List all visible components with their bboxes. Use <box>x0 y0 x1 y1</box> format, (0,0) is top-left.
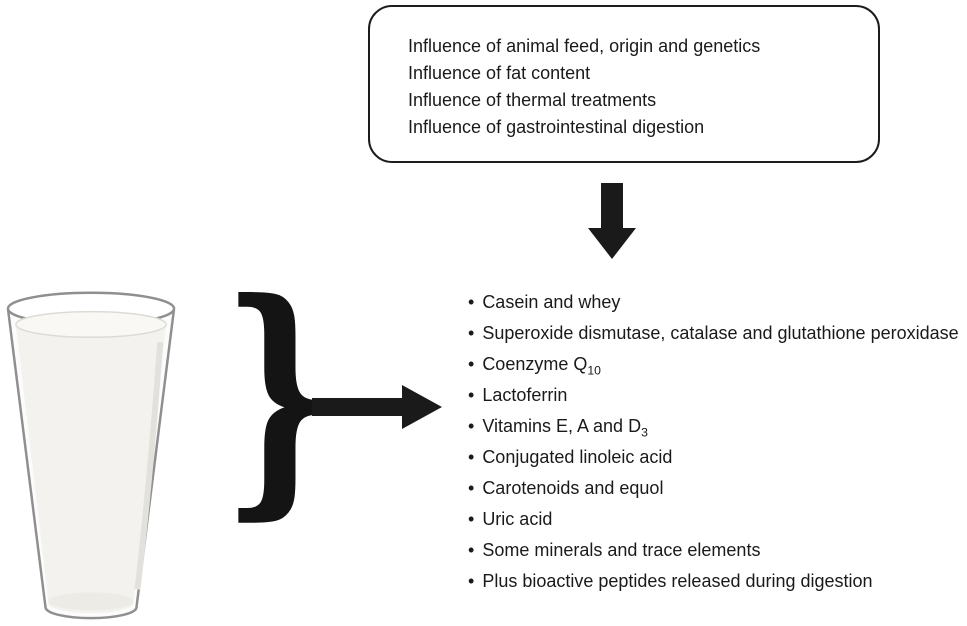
components-list: • Casein and whey • Superoxide dismutase, c… <box>468 287 964 597</box>
glass-bottom-shading <box>48 592 134 611</box>
list-item: • Plus bioactive peptides released during… <box>468 566 964 597</box>
right-arrow-icon <box>312 385 442 429</box>
influences-box: Influence of animal feed, origin and gen… <box>368 5 880 163</box>
list-item: • Conjugated linoleic acid <box>468 442 964 473</box>
down-arrow-shape <box>588 183 636 259</box>
curly-brace: } <box>222 247 338 541</box>
influence-line: Influence of fat content <box>408 63 591 83</box>
milk-glass-image <box>6 291 176 620</box>
item-text: Uric acid <box>482 509 553 529</box>
item-text: Carotenoids and equol <box>482 478 664 498</box>
bullet-icon: • <box>468 540 475 560</box>
list-item: • Vitamins E, A and D3 <box>468 411 964 442</box>
bullet-icon: • <box>468 354 475 374</box>
item-text: Vitamins E, A and D <box>482 416 642 436</box>
right-arrow-shape <box>312 385 442 429</box>
bullet-icon: • <box>468 292 475 312</box>
list-item: • Lactoferrin <box>468 380 964 411</box>
item-text: Coenzyme Q <box>482 354 588 374</box>
influence-line: Influence of thermal treatments <box>408 90 657 110</box>
bullet-icon: • <box>468 478 475 498</box>
influences-box-lines: Influence of animal feed, origin and gen… <box>370 7 878 141</box>
item-text: Superoxide dismutase, catalase and gluta… <box>482 323 959 343</box>
glass-rim <box>6 291 176 309</box>
milk-surface <box>15 310 167 339</box>
list-item: • Casein and whey <box>468 287 964 318</box>
item-text: Plus bioactive peptides released during … <box>482 571 873 591</box>
influence-line: Influence of animal feed, origin and gen… <box>408 36 761 56</box>
bullet-icon: • <box>468 509 475 529</box>
item-text: Lactoferrin <box>482 385 568 405</box>
list-item: • Superoxide dismutase, catalase and glut… <box>468 318 964 349</box>
glass-side-shading <box>134 342 164 590</box>
subscript-text: 3 <box>641 425 648 440</box>
bullet-icon: • <box>468 416 475 436</box>
milk-body <box>15 324 167 614</box>
bullet-icon: • <box>468 385 475 405</box>
down-arrow-icon <box>588 183 636 259</box>
bullet-icon: • <box>468 323 475 343</box>
list-item: • Some minerals and trace elements <box>468 535 964 566</box>
list-item: • Coenzyme Q10 <box>468 349 964 380</box>
item-text: Casein and whey <box>482 292 621 312</box>
list-item: • Carotenoids and equol <box>468 473 964 504</box>
bullet-icon: • <box>468 447 475 467</box>
list-item: • Uric acid <box>468 504 964 535</box>
item-text: Conjugated linoleic acid <box>482 447 673 467</box>
bullet-icon: • <box>468 571 475 591</box>
influence-line: Influence of gastrointestinal digestion <box>408 117 705 137</box>
subscript-text: 10 <box>587 363 601 378</box>
item-text: Some minerals and trace elements <box>482 540 761 560</box>
